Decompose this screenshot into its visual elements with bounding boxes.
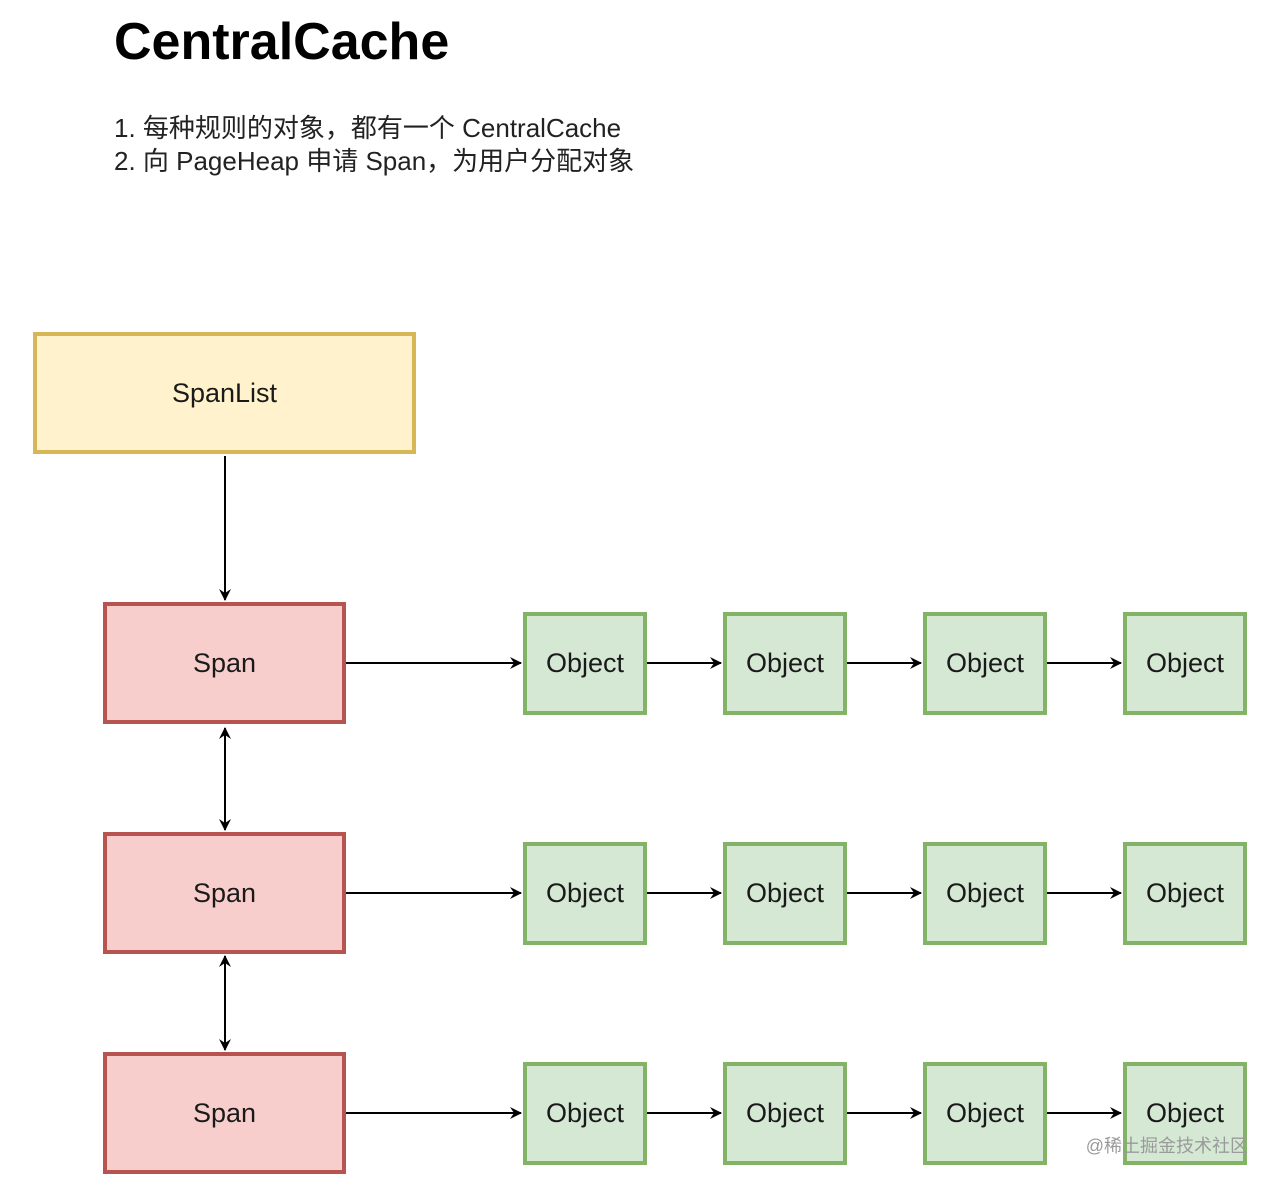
span-node: Span: [103, 602, 346, 724]
object-node: Object: [923, 842, 1047, 945]
note-line: 1. 每种规则的对象，都有一个 CentralCache: [114, 113, 622, 143]
object-node: Object: [1123, 842, 1247, 945]
span-node: Span: [103, 1052, 346, 1174]
object-label: Object: [1145, 648, 1225, 678]
object-node: Object: [923, 1062, 1047, 1165]
object-label: Object: [1145, 1098, 1225, 1128]
object-node: Object: [1123, 1062, 1247, 1165]
object-node: Object: [723, 1062, 847, 1165]
object-label: Object: [1145, 878, 1225, 908]
span-label: Span: [192, 647, 257, 678]
object-node: Object: [1123, 612, 1247, 715]
object-label: Object: [745, 1098, 825, 1128]
object-label: Object: [545, 878, 625, 908]
spanlist-node: SpanList: [33, 332, 416, 454]
object-node: Object: [523, 842, 647, 945]
object-node: Object: [723, 612, 847, 715]
object-label: Object: [545, 1098, 625, 1128]
span-label: Span: [192, 1097, 257, 1128]
spanlist-label: SpanList: [171, 377, 278, 408]
watermark: @稀土掘金技术社区: [1085, 1136, 1248, 1156]
span-label: Span: [192, 877, 257, 908]
object-node: Object: [723, 842, 847, 945]
object-node: Object: [523, 1062, 647, 1165]
object-label: Object: [945, 878, 1025, 908]
note-line: 2. 向 PageHeap 申请 Span，为用户分配对象: [114, 146, 635, 176]
object-node: Object: [523, 612, 647, 715]
object-label: Object: [745, 878, 825, 908]
object-label: Object: [545, 648, 625, 678]
object-node: Object: [923, 612, 1047, 715]
object-label: Object: [945, 648, 1025, 678]
span-node: Span: [103, 832, 346, 954]
page-title: CentralCache: [114, 13, 450, 71]
description-notes: 1. 每种规则的对象，都有一个 CentralCache 2. 向 PageHe…: [114, 112, 634, 178]
object-label: Object: [945, 1098, 1025, 1128]
object-label: Object: [745, 648, 825, 678]
